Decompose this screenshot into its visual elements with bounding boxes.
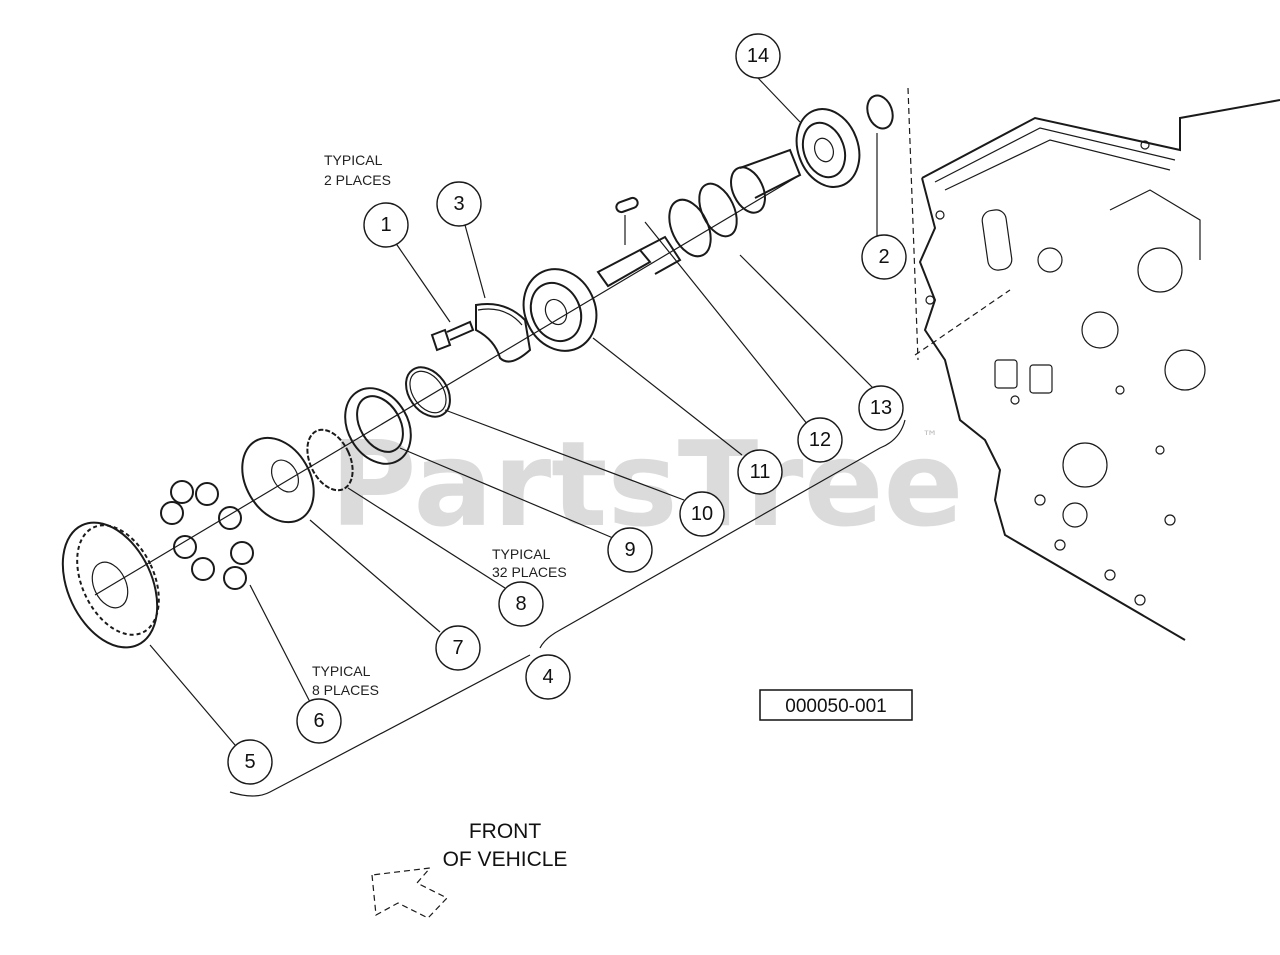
callout-4: 4 [525,654,571,700]
figure-id-box: 000050-001 [759,689,913,721]
plate-drawing [241,436,315,524]
bolt-and-retainer-drawing [430,303,532,363]
snap-ring-drawing [405,366,451,418]
note-typical-8-places: TYPICAL 8 PLACES [312,663,379,698]
callout-5: 5 [227,739,273,785]
front-label-line2: OF VEHICLE [443,848,568,871]
balls-drawing [160,480,254,590]
callout-2-label: 2 [878,246,889,268]
callout-7: 7 [435,625,481,671]
note-2-line1: TYPICAL [492,546,551,562]
front-label-line1: FRONT [469,820,541,843]
ball-ring-drawing [306,428,354,492]
figure-id-text: 000050-001 [785,696,886,717]
callout-12-label: 12 [809,429,831,451]
bearing-drawing [522,268,598,352]
front-direction-arrow-icon [371,867,448,919]
callout-13-label: 13 [870,397,892,419]
callout-6-label: 6 [313,710,324,732]
camshaft-drawing [596,148,802,288]
gear-drawing [61,521,160,649]
callout-10-label: 10 [691,503,713,525]
note-1-line2: 2 PLACES [324,172,391,188]
callout-1-label: 1 [380,214,391,236]
callout-3: 3 [436,181,482,227]
callout-14-label: 14 [747,45,769,67]
callout-2: 2 [861,234,907,280]
note-3-line1: TYPICAL [312,663,371,679]
callout-12: 12 [797,417,843,463]
front-of-vehicle-label: FRONT OF VEHICLE [443,820,568,871]
callout-14: 14 [735,33,781,79]
leader-lines [149,77,906,797]
callout-6: 6 [296,698,342,744]
callout-11: 11 [737,449,783,495]
race-drawing [344,387,412,465]
note-1-line1: TYPICAL [324,152,383,168]
callout-8: 8 [498,581,544,627]
callout-1: 1 [363,202,409,248]
note-typical-32-places: TYPICAL 32 PLACES [492,546,567,580]
callout-4-label: 4 [542,666,553,688]
engine-block-drawing [907,87,1280,641]
trademark-symbol: ™ [922,427,938,446]
callout-11-label: 11 [750,461,771,483]
callout-8-label: 8 [515,593,526,615]
watermark-text: PartsTree [330,415,964,553]
callout-9: 9 [607,527,653,573]
callout-7-label: 7 [452,637,463,659]
note-2-line2: 32 PLACES [492,564,567,580]
callout-3-label: 3 [453,193,464,215]
callout-9-label: 9 [624,539,635,561]
callout-13: 13 [858,385,904,431]
end-bearing-drawing [795,94,894,188]
shaft-centerline [94,174,801,596]
note-typical-2-places: TYPICAL 2 PLACES [324,152,391,188]
callout-5-label: 5 [244,751,255,773]
note-3-line2: 8 PLACES [312,682,379,698]
callout-10: 10 [679,491,725,537]
